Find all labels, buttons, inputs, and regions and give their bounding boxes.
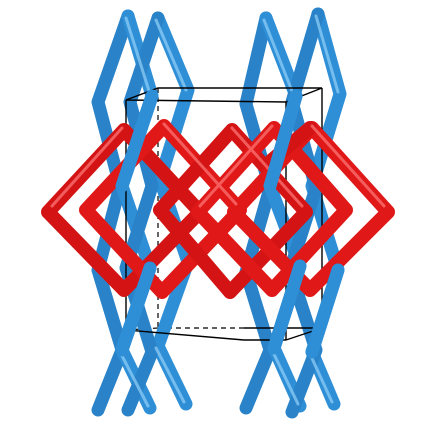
blue-framework-front [115, 89, 345, 359]
blue-rod-right-back [239, 11, 277, 415]
red-rod-center-front [191, 121, 353, 297]
red-rod-highlights [50, 122, 386, 208]
blue-rod-right-outer-mid [305, 263, 345, 359]
blue-rod-left-front-upper [115, 89, 159, 193]
blue-rod-left-front-lower [115, 261, 157, 357]
blue-rod-right-front-lower [267, 259, 307, 355]
blue-rod-left-outer-b [119, 11, 165, 417]
blue-rod-highlights [118, 14, 340, 408]
blue-rod-right-front-upper [263, 89, 303, 193]
